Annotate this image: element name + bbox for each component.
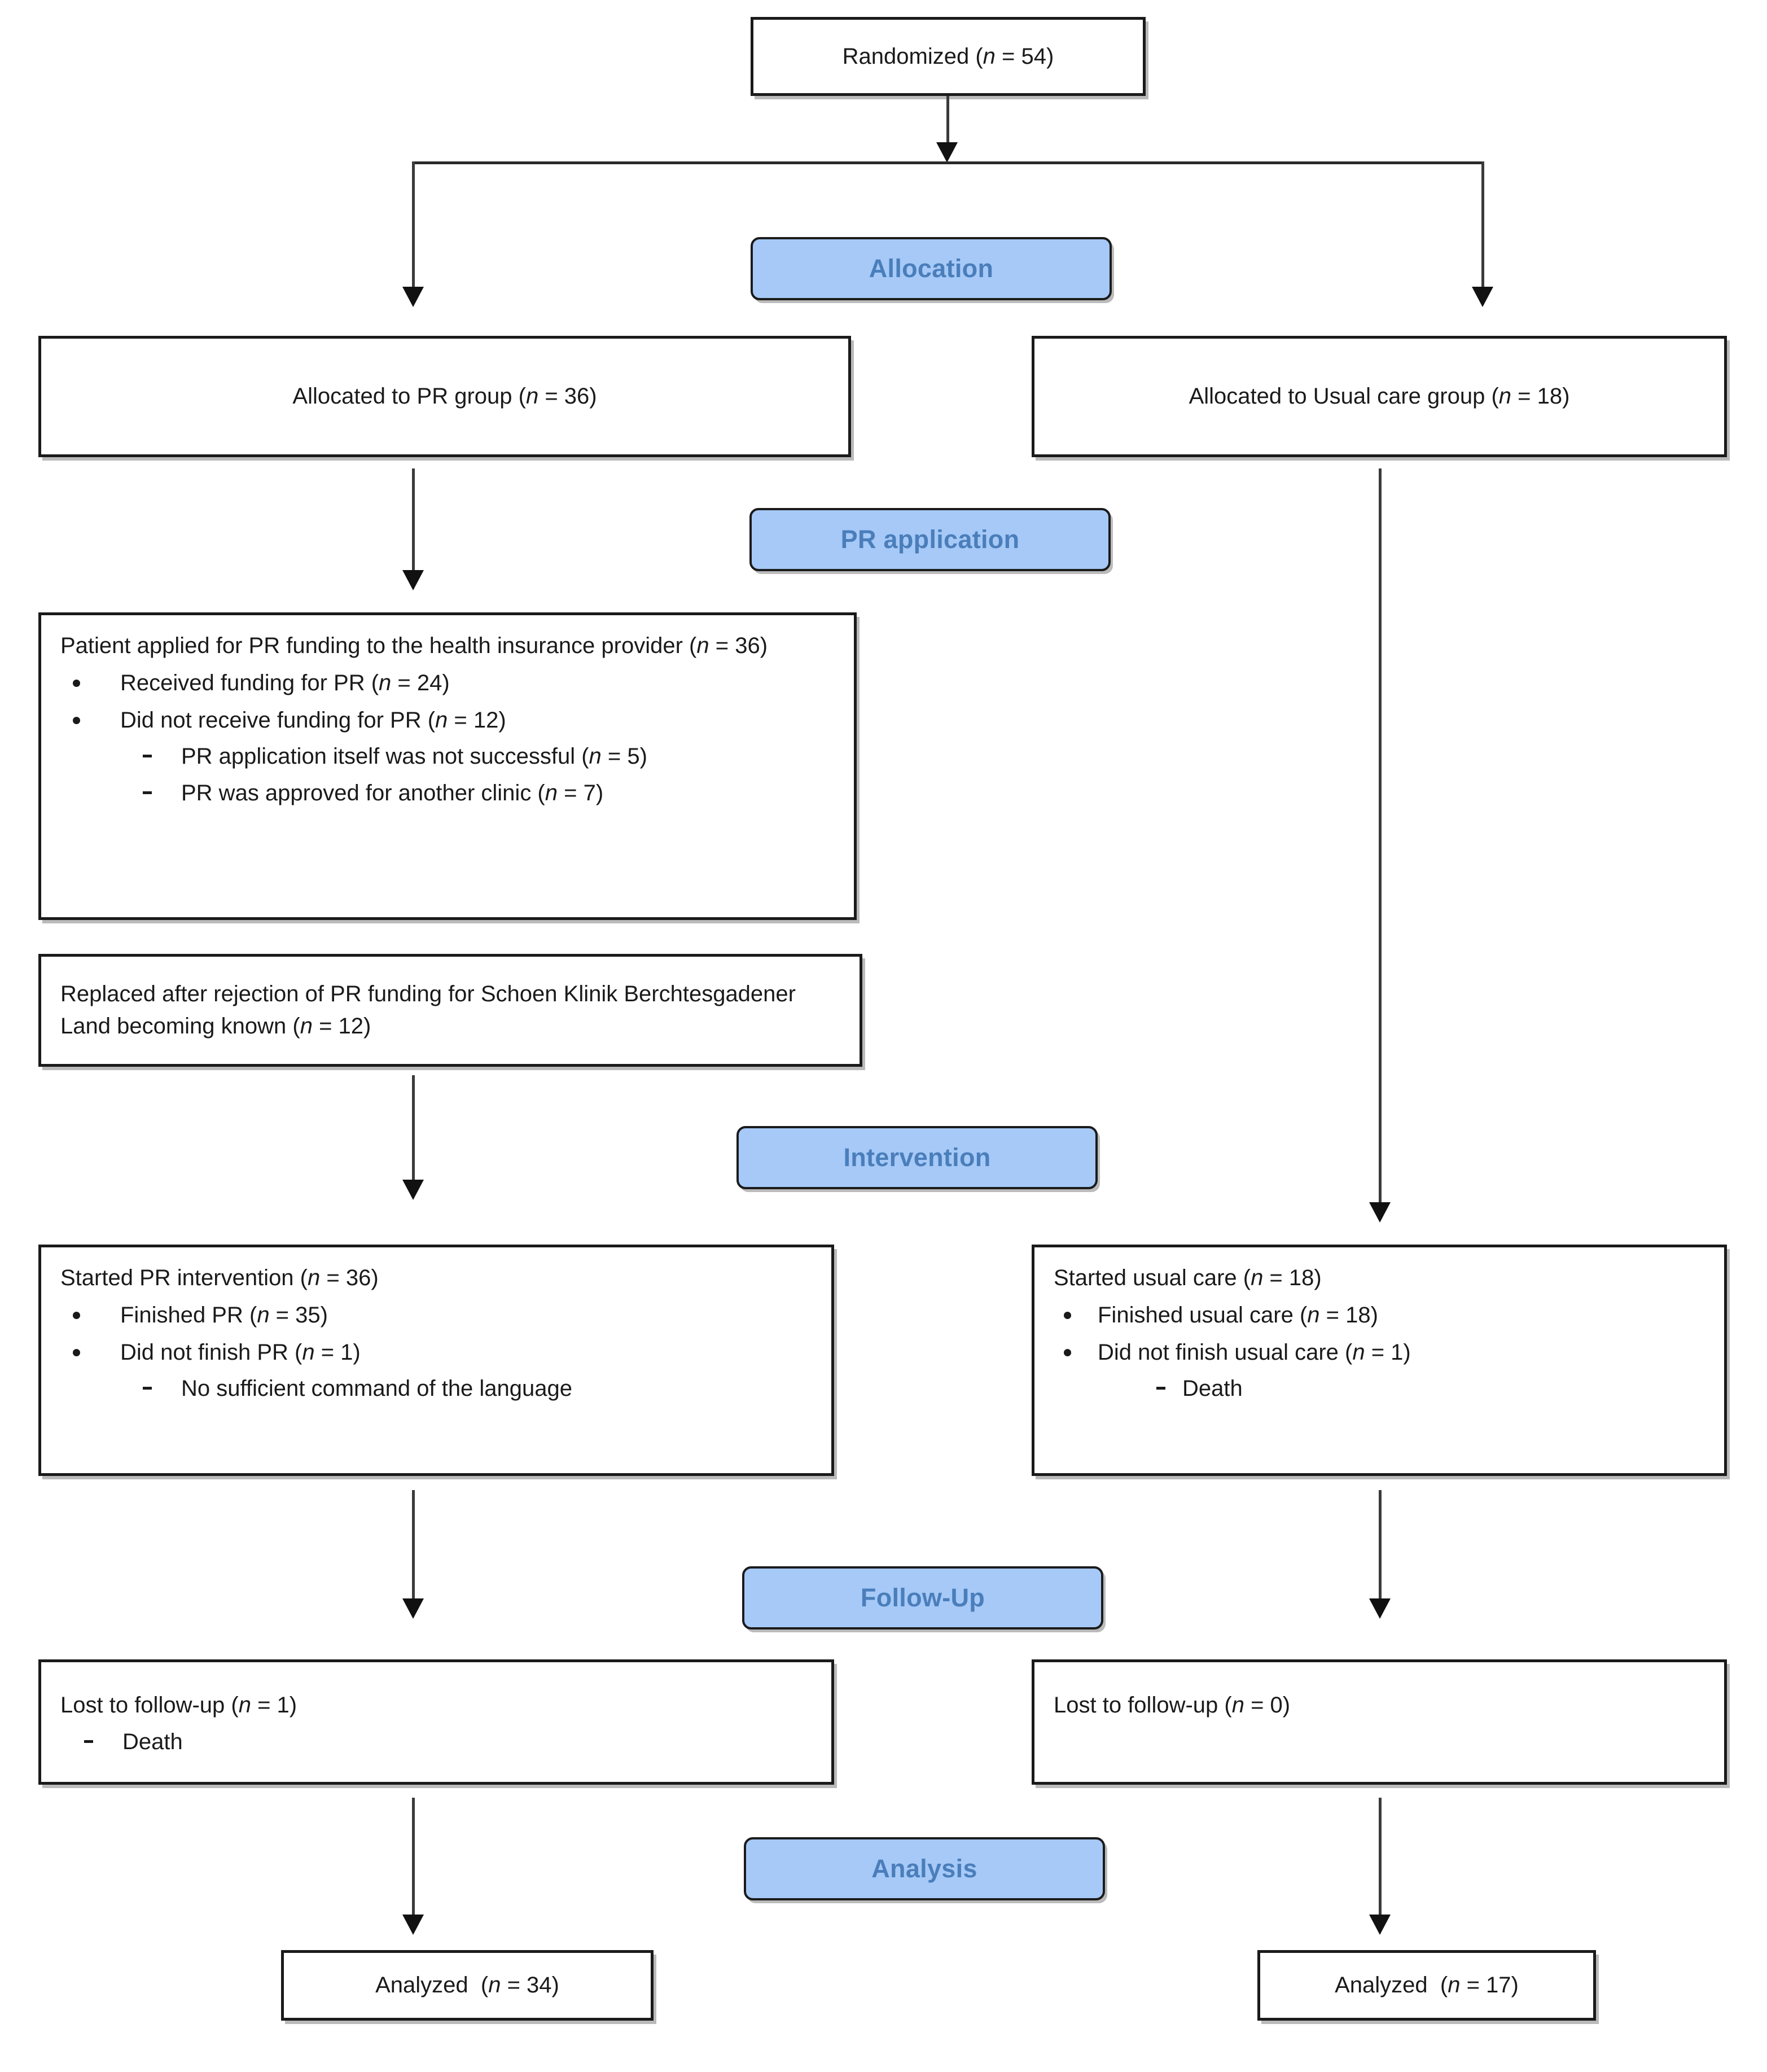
connector-intervention-left-arrowhead <box>402 1180 424 1200</box>
stage-banner-allocation: Allocation <box>751 237 1112 300</box>
stage-banner-follow-up-label: Follow-Up <box>860 1583 985 1612</box>
connector-pr-allocation-to-application <box>412 468 415 581</box>
lost-to-followup-pr-headline: Lost to follow-up (n = 1) <box>60 1693 297 1718</box>
list-item-label: Did not receive funding for PR (n = 12) <box>120 707 506 733</box>
replaced-after-rejection-box: Replaced after rejection of PR funding f… <box>38 954 862 1067</box>
list-item-label: Did not finish PR (n = 1) <box>120 1339 361 1365</box>
connector-analysis-right-arrowhead <box>1369 1915 1391 1935</box>
started-pr-headline: Started PR intervention (n = 36) <box>60 1265 379 1290</box>
connector-followup-to-analysis-left <box>412 1798 415 1928</box>
started-pr-intervention-box: Started PR intervention (n = 36) Finishe… <box>38 1245 834 1476</box>
list-item: PR application itself was not successful… <box>120 741 837 773</box>
allocated-pr-group-label: Allocated to PR group (n = 36) <box>292 384 597 409</box>
pr-funding-sub-list: PR application itself was not successful… <box>120 741 837 809</box>
list-item-label: PR application itself was not successful… <box>181 744 647 769</box>
connector-randomized-arrowhead <box>936 142 958 163</box>
bullet-dash-icon <box>1156 1387 1165 1390</box>
connector-analysis-left-arrowhead <box>402 1915 424 1935</box>
connector-randomized-stem <box>946 96 949 152</box>
stage-banner-pr-application-label: PR application <box>840 525 1020 554</box>
lost-to-followup-pr-box: Lost to follow-up (n = 1) Death <box>38 1659 834 1785</box>
analyzed-pr-label: Analyzed (n = 34) <box>375 1973 559 1998</box>
stage-banner-analysis: Analysis <box>744 1837 1105 1900</box>
list-item: Did not finish PR (n = 1) No sufficient … <box>60 1337 814 1405</box>
list-item: Finished usual care (n = 18) <box>1054 1299 1707 1331</box>
bullet-dot-icon <box>1064 1311 1071 1319</box>
list-item: Death <box>1098 1373 1707 1405</box>
bullet-dot-icon <box>73 679 80 687</box>
stage-banner-pr-application: PR application <box>749 508 1111 571</box>
pr-funding-application-box: Patient applied for PR funding to the he… <box>38 612 857 920</box>
stage-banner-follow-up: Follow-Up <box>742 1566 1103 1629</box>
bullet-dot-icon <box>73 716 80 724</box>
list-item: Did not finish usual care (n = 1) Death <box>1054 1337 1707 1405</box>
bullet-dash-icon <box>84 1740 93 1743</box>
connector-split-left-stem <box>412 161 415 297</box>
connector-split-right-arrowhead <box>1472 287 1493 307</box>
analyzed-usual-care-box: Analyzed (n = 17) <box>1257 1950 1596 2021</box>
connector-split-left-arrowhead <box>402 287 424 307</box>
list-item: Did not receive funding for PR (n = 12) … <box>60 704 837 809</box>
bullet-dash-icon <box>143 755 152 758</box>
lost-to-followup-pr-sub-list: Death <box>60 1726 814 1758</box>
list-item-label: Death <box>122 1729 183 1754</box>
connector-split-bar <box>412 161 1484 164</box>
connector-followup-right-arrowhead <box>1369 1598 1391 1619</box>
bullet-dash-icon <box>143 791 152 795</box>
bullet-dot-icon <box>73 1348 80 1356</box>
stage-banner-allocation-label: Allocation <box>869 254 994 283</box>
lost-to-followup-usual-care-box: Lost to follow-up (n = 0) <box>1032 1659 1727 1785</box>
started-usual-care-sub-list: Death <box>1098 1373 1707 1405</box>
randomized-label: Randomized (n = 54) <box>842 43 1054 69</box>
bullet-dot-icon <box>73 1311 80 1319</box>
connector-pr-application-arrowhead <box>402 570 424 590</box>
allocated-usual-care-label: Allocated to Usual care group (n = 18) <box>1189 384 1570 409</box>
started-usual-care-headline: Started usual care (n = 18) <box>1054 1265 1322 1290</box>
list-item-label: No sufficient command of the language <box>181 1376 573 1401</box>
analyzed-pr-box: Analyzed (n = 34) <box>281 1950 654 2021</box>
stage-banner-analysis-label: Analysis <box>871 1854 977 1883</box>
started-pr-bullet-list: Finished PR (n = 35) Did not finish PR (… <box>60 1299 814 1405</box>
connector-followup-left-arrowhead <box>402 1598 424 1619</box>
list-item: Death <box>60 1726 814 1758</box>
connector-usual-care-long-stem <box>1379 468 1382 1214</box>
list-item: Received funding for PR (n = 24) <box>60 667 837 699</box>
list-item-label: Finished PR (n = 35) <box>120 1302 328 1328</box>
pr-funding-bullet-list: Received funding for PR (n = 24) Did not… <box>60 667 837 809</box>
list-item-label: PR was approved for another clinic (n = … <box>181 781 604 806</box>
list-item-label: Received funding for PR (n = 24) <box>120 670 450 695</box>
allocated-usual-care-box: Allocated to Usual care group (n = 18) <box>1032 336 1727 457</box>
started-usual-care-box: Started usual care (n = 18) Finished usu… <box>1032 1245 1727 1476</box>
started-usual-care-bullet-list: Finished usual care (n = 18) Did not fin… <box>1054 1299 1707 1405</box>
analyzed-usual-care-label: Analyzed (n = 17) <box>1335 1973 1519 1998</box>
connector-pr-intervention-to-followup <box>412 1490 415 1611</box>
list-item-label: Did not finish usual care (n = 1) <box>1098 1339 1411 1365</box>
lost-to-followup-usual-care-headline: Lost to follow-up (n = 0) <box>1054 1693 1291 1718</box>
replaced-after-rejection-label: Replaced after rejection of PR funding f… <box>60 982 796 1039</box>
randomized-box: Randomized (n = 54) <box>751 17 1146 96</box>
connector-usual-care-to-followup <box>1379 1490 1382 1611</box>
bullet-dot-icon <box>1064 1348 1071 1356</box>
bullet-dash-icon <box>143 1387 152 1390</box>
connector-usual-care-long-arrowhead <box>1369 1202 1391 1223</box>
connector-followup-to-analysis-right <box>1379 1798 1382 1928</box>
list-item-label: Finished usual care (n = 18) <box>1098 1302 1378 1328</box>
list-item: No sufficient command of the language <box>120 1373 814 1405</box>
list-item: PR was approved for another clinic (n = … <box>120 777 837 809</box>
list-item-label: Death <box>1182 1376 1243 1401</box>
pr-funding-headline: Patient applied for PR funding to the he… <box>60 633 768 658</box>
started-pr-sub-list: No sufficient command of the language <box>120 1373 814 1405</box>
list-item: Finished PR (n = 35) <box>60 1299 814 1331</box>
allocated-pr-group-box: Allocated to PR group (n = 36) <box>38 336 851 457</box>
stage-banner-intervention: Intervention <box>736 1126 1098 1189</box>
stage-banner-intervention-label: Intervention <box>843 1143 991 1172</box>
connector-replaced-to-intervention <box>412 1075 415 1191</box>
connector-split-right-stem <box>1481 161 1484 297</box>
